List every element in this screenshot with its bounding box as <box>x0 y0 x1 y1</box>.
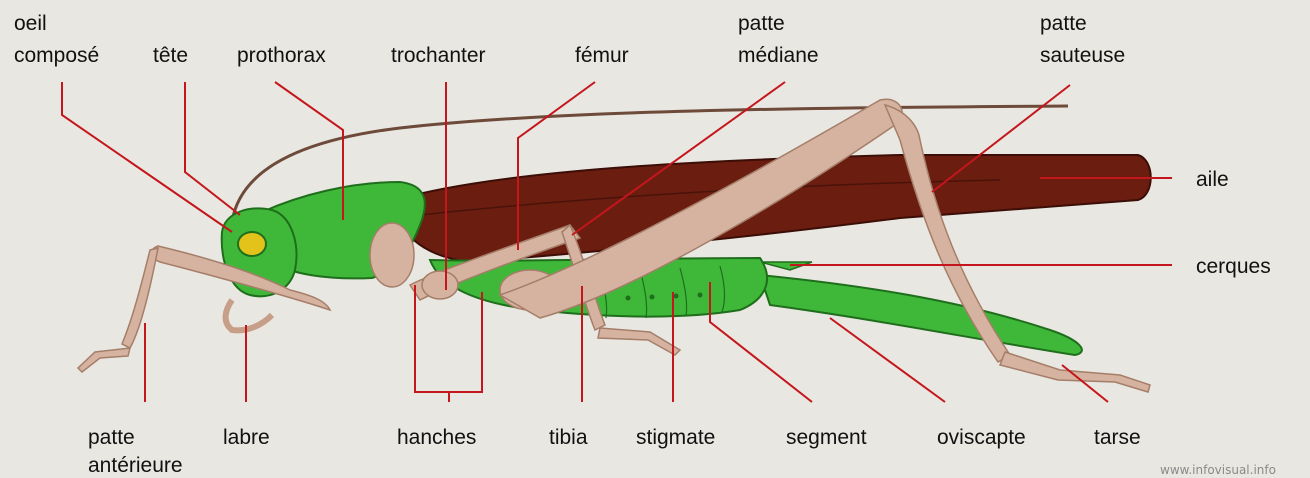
label-stigmate: stigmate <box>636 426 715 449</box>
label-aile: aile <box>1196 168 1229 191</box>
label-trochanter: trochanter <box>391 44 486 67</box>
label-tarse: tarse <box>1094 426 1141 449</box>
label-oeil-line1: oeil <box>14 12 47 35</box>
compound-eye-icon <box>238 232 266 256</box>
label-hanches: hanches <box>397 426 476 449</box>
insect-drawing <box>78 99 1151 392</box>
label-oviscapte: oviscapte <box>937 426 1026 449</box>
label-patte-mediane-line2: médiane <box>738 44 819 67</box>
label-patte-anterieure-line1: patte <box>88 426 135 449</box>
label-femur: fémur <box>575 44 629 67</box>
leader-tarse <box>1062 365 1108 402</box>
leader-hanches <box>415 285 482 402</box>
label-cerques: cerques <box>1196 255 1271 278</box>
label-oeil-line2: composé <box>14 44 99 67</box>
label-patte-mediane-line1: patte <box>738 12 785 35</box>
label-tibia: tibia <box>549 426 588 449</box>
leader-oeil <box>62 82 232 232</box>
label-prothorax: prothorax <box>237 44 326 67</box>
watermark: www.infovisual.info <box>1160 463 1276 477</box>
label-patte-anterieure-line2: antérieure <box>88 454 183 477</box>
label-segment: segment <box>786 426 867 449</box>
label-labre: labre <box>223 426 270 449</box>
leader-tete <box>185 82 240 215</box>
label-patte-sauteuse-line2: sauteuse <box>1040 44 1125 67</box>
label-patte-sauteuse-line1: patte <box>1040 12 1087 35</box>
label-tete: tête <box>153 44 188 67</box>
labrum-palps <box>226 300 272 330</box>
ovipositor <box>760 275 1082 355</box>
